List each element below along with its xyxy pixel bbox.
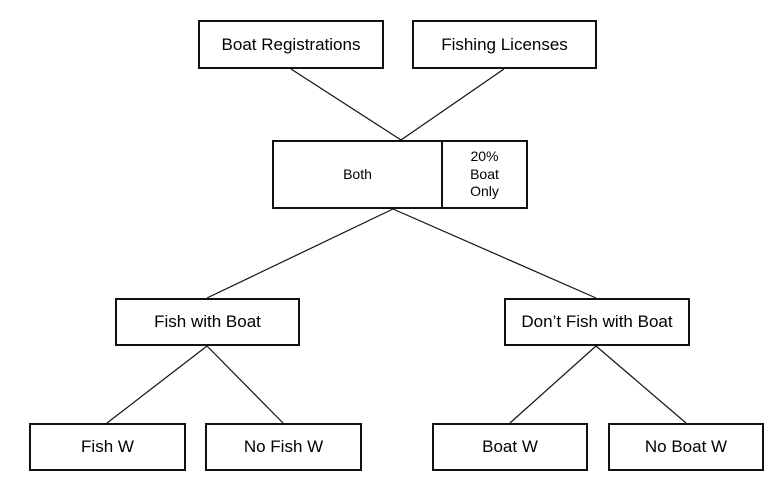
node-label: Both: [343, 166, 372, 183]
node-label: Don’t Fish with Boat: [521, 312, 673, 332]
node-label: No Boat W: [644, 437, 728, 457]
node-no-fish-w: No Fish W: [205, 423, 362, 471]
node-label: No Fish W: [243, 437, 324, 457]
node-both: Both: [272, 140, 443, 209]
edge-fishing-licenses-to-both: [400, 68, 505, 141]
node-boat-registrations: Boat Registrations: [198, 20, 384, 69]
node-label: Fish with Boat: [154, 312, 261, 332]
node-fishing-licenses: Fishing Licenses: [412, 20, 597, 69]
edge-fish-with-boat-to-fish-w: [106, 345, 208, 424]
edge-boat-registrations-to-both: [290, 68, 402, 141]
node-boat-only: 20% Boat Only: [441, 140, 528, 209]
node-boat-w: Boat W: [432, 423, 588, 471]
edge-dont-fish-to-boat-w: [509, 345, 597, 424]
node-fish-w: Fish W: [29, 423, 186, 471]
edge-fish-with-boat-to-no-fish-w: [206, 345, 284, 424]
boat-only-line3: Only: [470, 183, 499, 200]
boat-only-percent: 20%: [470, 148, 499, 165]
node-label: Boat Registrations: [221, 34, 361, 54]
node-dont-fish-with-boat: Don’t Fish with Boat: [504, 298, 690, 346]
node-label: Fishing Licenses: [441, 34, 568, 54]
node-no-boat-w: No Boat W: [608, 423, 764, 471]
edge-dont-fish-to-no-boat-w: [595, 345, 687, 424]
node-label: Boat W: [482, 437, 538, 457]
node-label: Fish W: [81, 437, 134, 457]
edge-both-to-fish-with-boat: [206, 208, 394, 299]
edge-both-to-dont-fish-with-boat: [392, 208, 597, 299]
node-fish-with-boat: Fish with Boat: [115, 298, 300, 346]
boat-only-line2: Boat: [470, 165, 499, 182]
